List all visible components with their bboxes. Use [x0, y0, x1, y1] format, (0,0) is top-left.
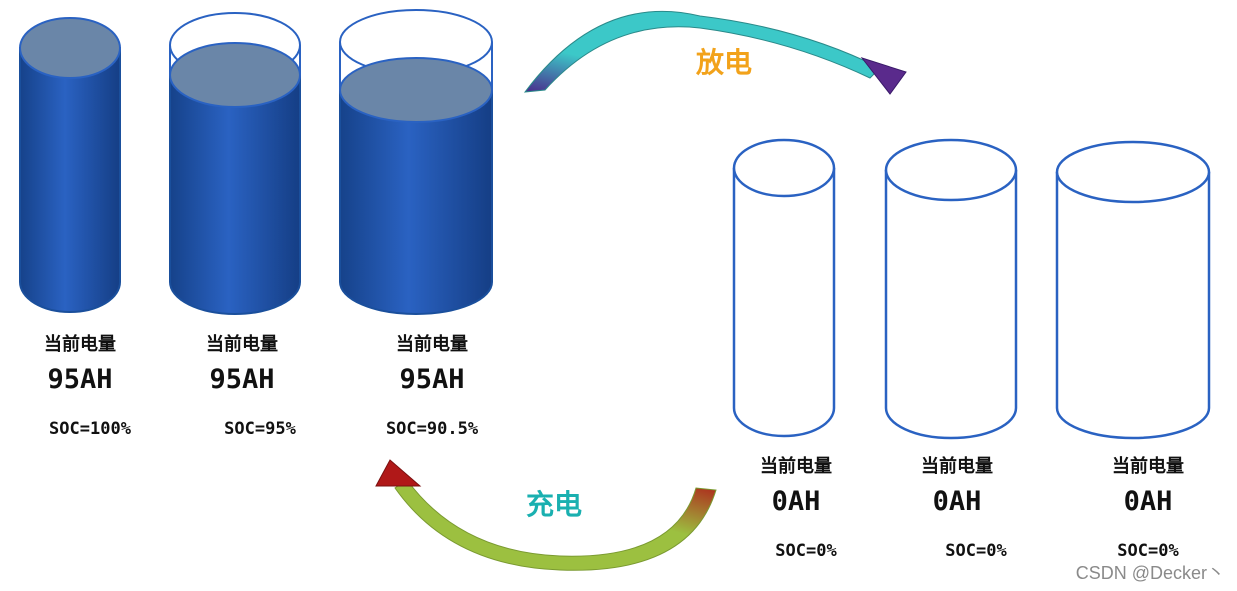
full-battery-1 [19, 17, 121, 313]
empty-battery-1 [732, 138, 836, 438]
empty-battery-2-title: 当前电量 [921, 455, 993, 477]
full-battery-2-soc: SOC=95% [224, 419, 296, 439]
full-battery-1-soc: SOC=100% [49, 419, 132, 439]
empty-battery-3 [1055, 140, 1211, 440]
empty-battery-2-soc: SOC=0% [945, 541, 1007, 561]
full-battery-2 [169, 12, 301, 315]
empty-battery-3-title: 当前电量 [1112, 455, 1184, 477]
empty-battery-1-title: 当前电量 [760, 455, 832, 477]
full-battery-3-title: 当前电量 [396, 333, 468, 355]
empty-battery-1-soc: SOC=0% [775, 541, 837, 561]
full-battery-1-title: 当前电量 [44, 333, 116, 355]
discharge-arrow-head [860, 57, 907, 95]
empty-battery-3-capacity: 0AH [1124, 486, 1173, 517]
empty-battery-2-capacity: 0AH [933, 486, 982, 517]
full-battery-3-soc: SOC=90.5% [386, 419, 479, 439]
full-battery-2-title: 当前电量 [206, 333, 278, 355]
charge-arrow-head [375, 459, 422, 487]
full-battery-3-capacity: 95AH [399, 364, 464, 395]
full-battery-3 [339, 9, 493, 315]
empty-battery-1-capacity: 0AH [772, 486, 821, 517]
full-battery-1-capacity: 95AH [47, 364, 112, 395]
discharge-label: 放电 [695, 46, 752, 79]
discharge-arrow [523, 10, 907, 95]
full-battery-2-capacity: 95AH [209, 364, 274, 395]
empty-battery-2 [884, 138, 1018, 440]
charge-arrow [375, 459, 717, 571]
watermark: CSDN @Decker丶 [1075, 563, 1225, 583]
charge-label: 充电 [526, 488, 582, 521]
empty-battery-3-soc: SOC=0% [1117, 541, 1179, 561]
